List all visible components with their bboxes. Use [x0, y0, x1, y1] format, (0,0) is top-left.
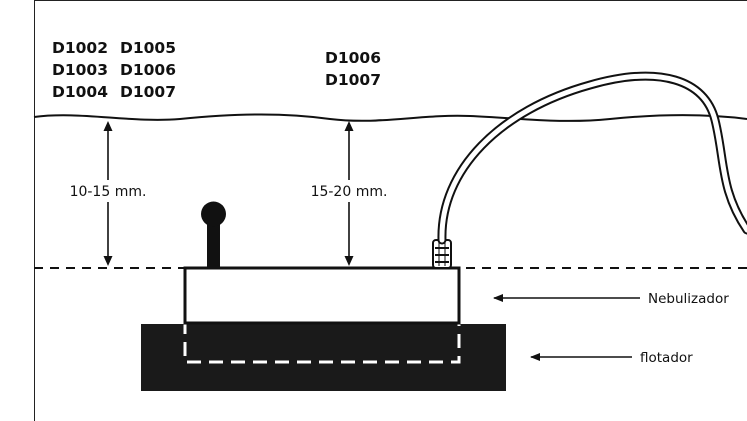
model-code: D1007	[120, 83, 176, 101]
model-codes-right: D1006 D1007	[325, 49, 381, 89]
model-code: D1007	[325, 71, 381, 89]
nebulizer-hidden-outline	[183, 320, 461, 364]
model-code: D1003	[52, 61, 108, 79]
model-code: D1004	[52, 83, 108, 101]
model-code: D1002	[52, 39, 108, 57]
model-code: D1005	[120, 39, 176, 57]
water-surface-line	[33, 113, 747, 122]
float-label: flotador	[640, 350, 693, 366]
model-codes-left: D1002 D1003 D1004 D1005 D1006 D1007	[52, 39, 176, 101]
float-block	[141, 324, 506, 391]
nebulizer-body	[183, 266, 461, 325]
dimension-left: 10-15 mm.	[54, 121, 162, 266]
power-cable	[437, 71, 747, 245]
float-callout: flotador	[530, 350, 693, 366]
nebulizer-label: Nebulizador	[648, 291, 729, 307]
nebulizer-callout: Nebulizador	[493, 291, 729, 307]
depth-label-left: 10-15 mm.	[70, 184, 147, 200]
level-sensor	[201, 201, 226, 268]
model-code: D1006	[120, 61, 176, 79]
model-code: D1006	[325, 49, 381, 67]
dimension-right: 15-20 mm.	[297, 121, 401, 266]
depth-label-right: 15-20 mm.	[311, 184, 388, 200]
cable-connector	[432, 239, 452, 269]
